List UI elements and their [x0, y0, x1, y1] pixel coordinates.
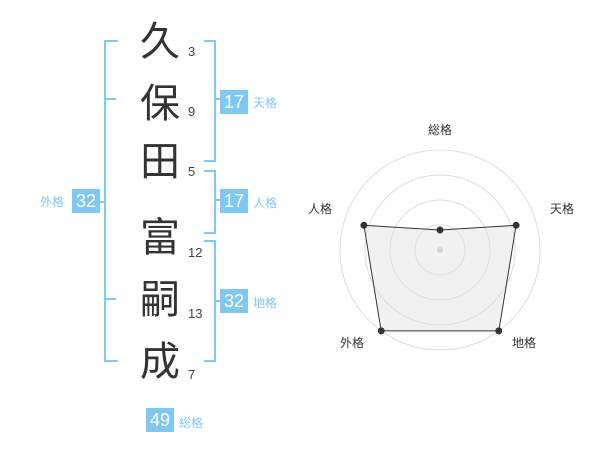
tenkaku-value-badge: 17 — [220, 90, 248, 114]
gaikaku-bracket-tick — [104, 98, 116, 100]
gaikaku-label: 外格 — [40, 195, 65, 209]
name-char-5: 嗣 — [140, 277, 180, 323]
radar-axis-label-jinkaku: 人格 — [308, 202, 333, 216]
name-char-1: 久 — [140, 19, 180, 65]
stroke-count-4: 12 — [188, 245, 203, 260]
chikaku-bracket-joint — [214, 300, 222, 302]
radar-point-5 — [360, 221, 368, 229]
tenkaku-bracket-joint — [214, 98, 222, 100]
stroke-count-2: 9 — [188, 104, 196, 119]
radar-point-1 — [436, 226, 444, 234]
jinkaku-label: 人格 — [253, 196, 278, 210]
radar-series-polygon — [363, 224, 517, 332]
name-char-6: 成 — [140, 339, 180, 385]
jinkaku-value-badge: 17 — [220, 189, 248, 213]
gaikaku-bracket — [104, 40, 118, 362]
jinkaku-bracket-joint — [214, 199, 222, 201]
radar-center-dot — [437, 247, 443, 253]
radar-axis-label-gaikaku: 外格 — [340, 336, 365, 350]
name-char-4: 富 — [140, 215, 180, 261]
jinkaku-bracket — [204, 170, 216, 234]
radar-axis-label-chikaku: 地格 — [512, 336, 537, 350]
gaikaku-value-badge: 32 — [72, 189, 100, 213]
radar-axis-label-soukaku: 総格 — [428, 123, 453, 137]
stroke-count-3: 5 — [188, 164, 196, 179]
tenkaku-label: 天格 — [253, 96, 278, 110]
radar-point-4 — [377, 327, 385, 335]
radar-ring — [339, 149, 541, 351]
stroke-count-6: 7 — [188, 367, 196, 382]
name-char-2: 保 — [140, 81, 180, 127]
gaikaku-bracket-tick — [104, 298, 116, 300]
chikaku-label: 地格 — [253, 296, 278, 310]
chikaku-value-badge: 32 — [220, 289, 248, 313]
radar-axis-label-tenkaku: 天格 — [550, 202, 575, 216]
radar-ring — [414, 224, 466, 276]
soukaku-value-badge: 49 — [146, 408, 174, 432]
stroke-count-1: 3 — [188, 44, 196, 59]
radar-point-2 — [512, 221, 520, 229]
radar-ring — [364, 174, 516, 326]
radar-point-3 — [495, 327, 503, 335]
name-char-3: 田 — [140, 139, 180, 185]
stroke-count-5: 13 — [188, 306, 203, 321]
tenkaku-bracket — [204, 40, 216, 162]
radar-ring — [389, 199, 491, 301]
gaikaku-bracket-joint — [96, 201, 104, 203]
soukaku-label: 総格 — [179, 416, 204, 430]
